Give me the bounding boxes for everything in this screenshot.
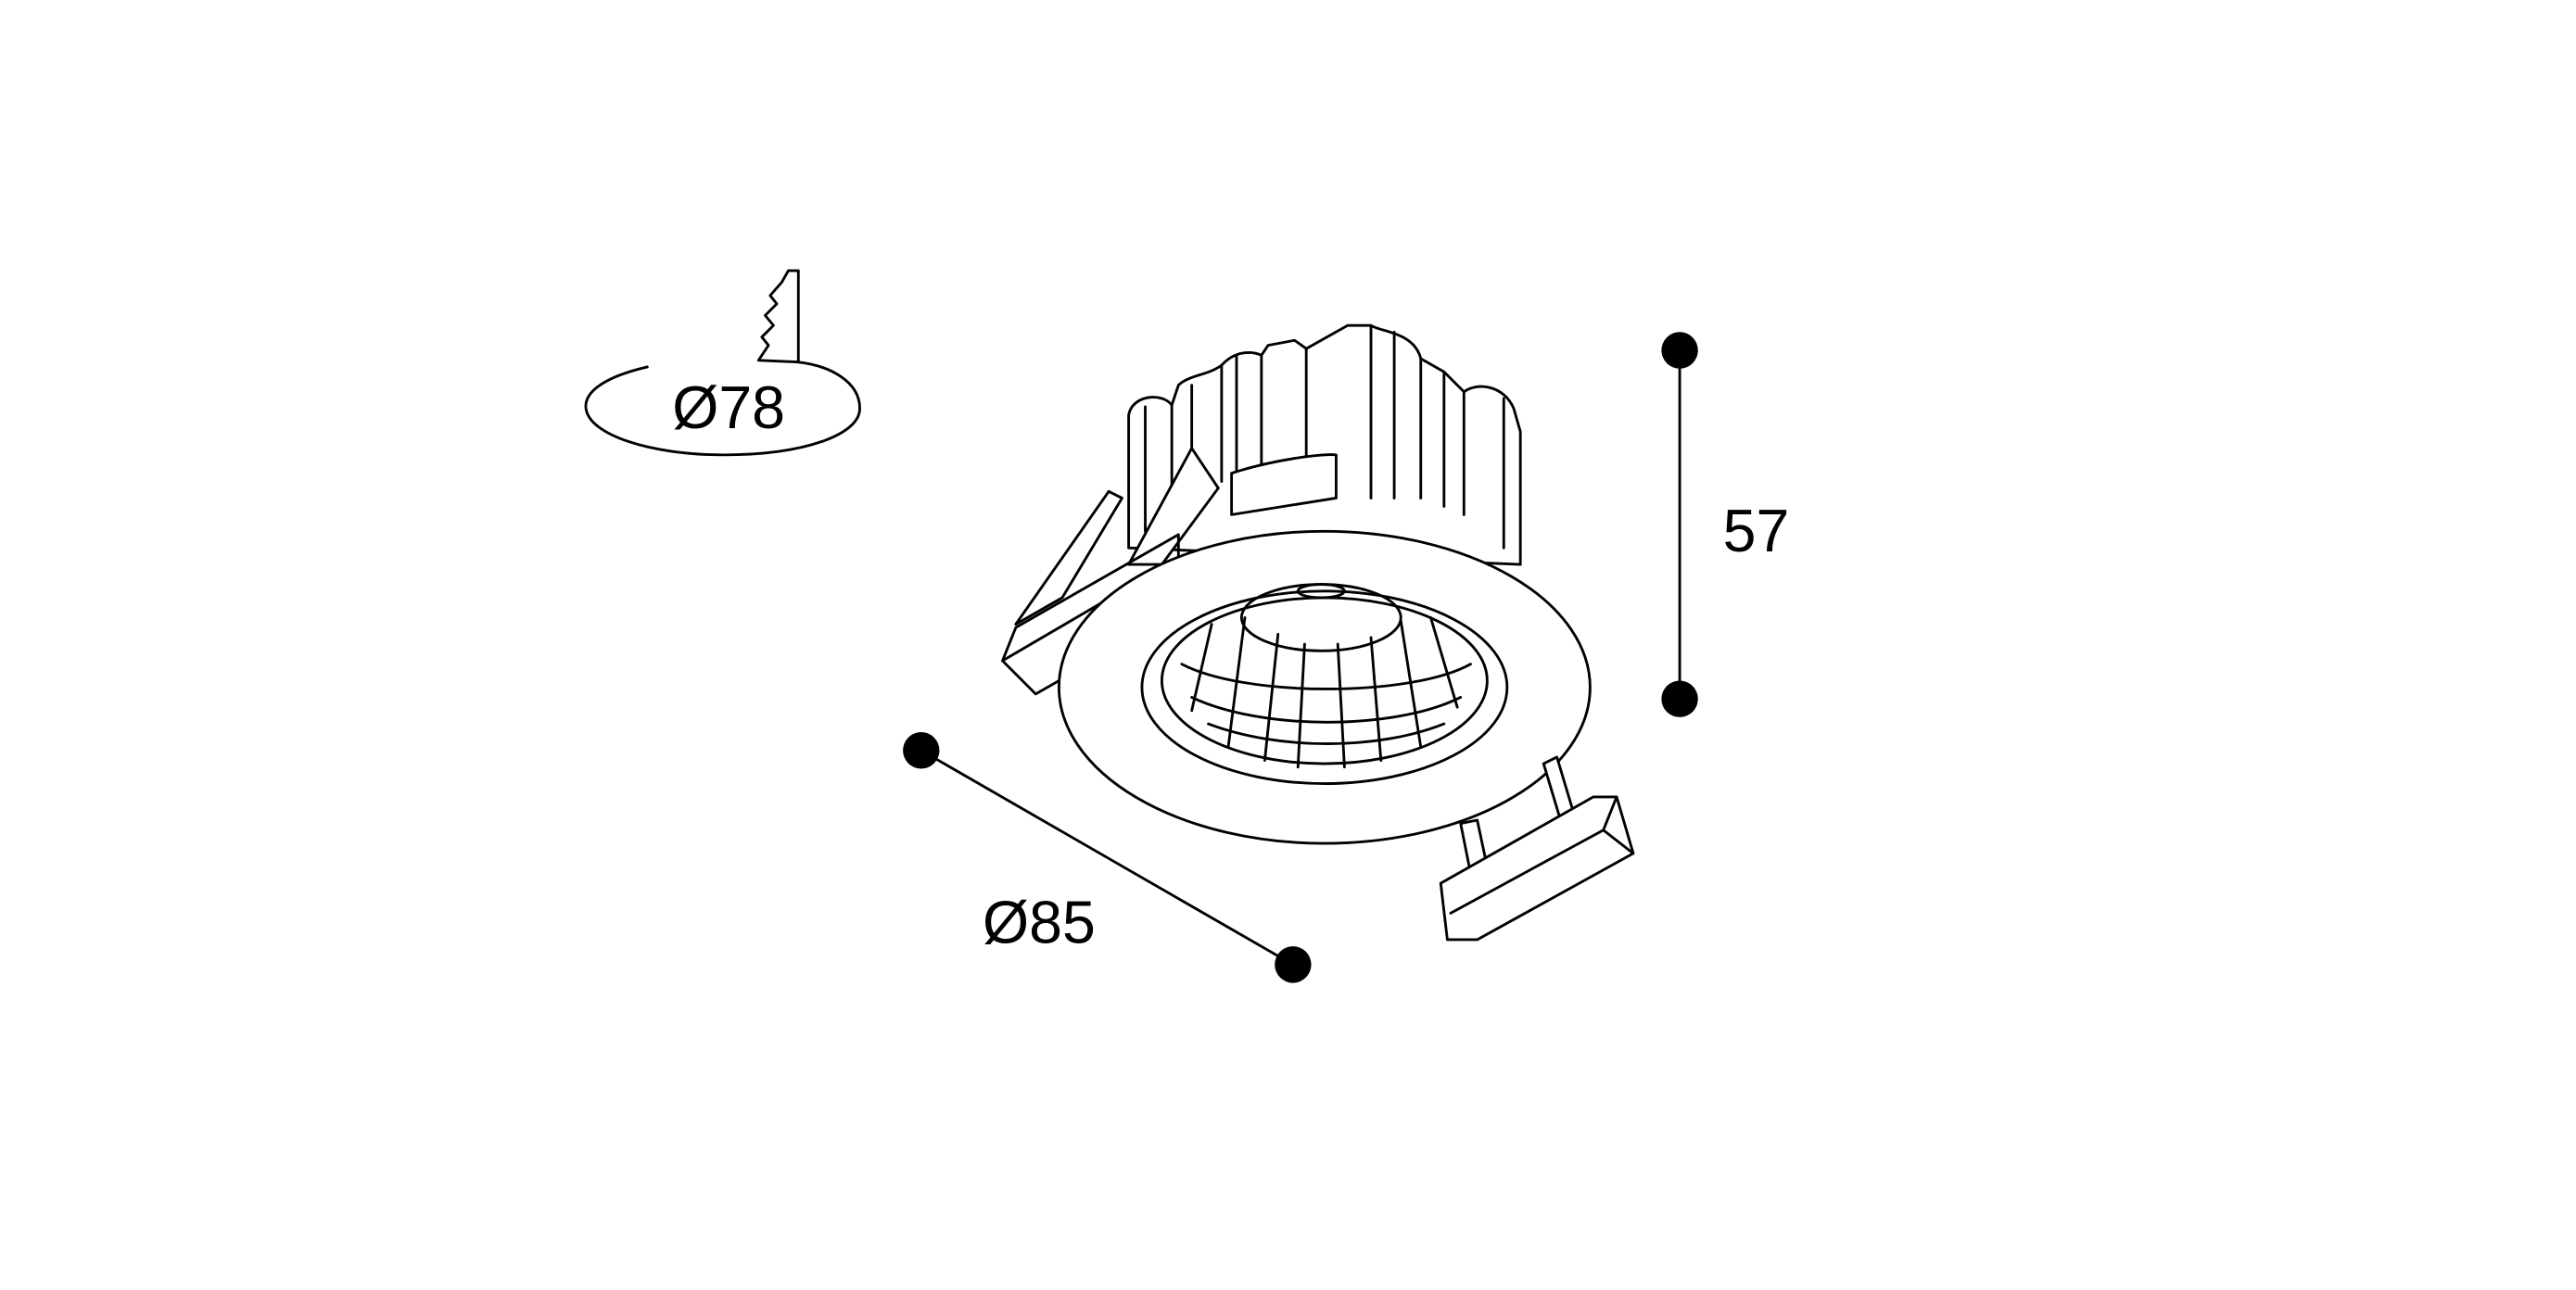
reflector: [1180, 583, 1472, 769]
right-spring-clip: [1439, 755, 1635, 942]
height-label: 57: [1723, 498, 1790, 564]
outer-diameter-label: Ø85: [983, 890, 1096, 956]
height-dimension: 57: [1661, 332, 1789, 717]
cutout-diameter-label: Ø78: [672, 374, 785, 441]
outer-diameter-dimension: Ø85: [903, 732, 1312, 983]
bezel: [1057, 529, 1592, 845]
heatsink: [1127, 323, 1522, 566]
cutout-symbol: Ø78: [584, 269, 861, 457]
